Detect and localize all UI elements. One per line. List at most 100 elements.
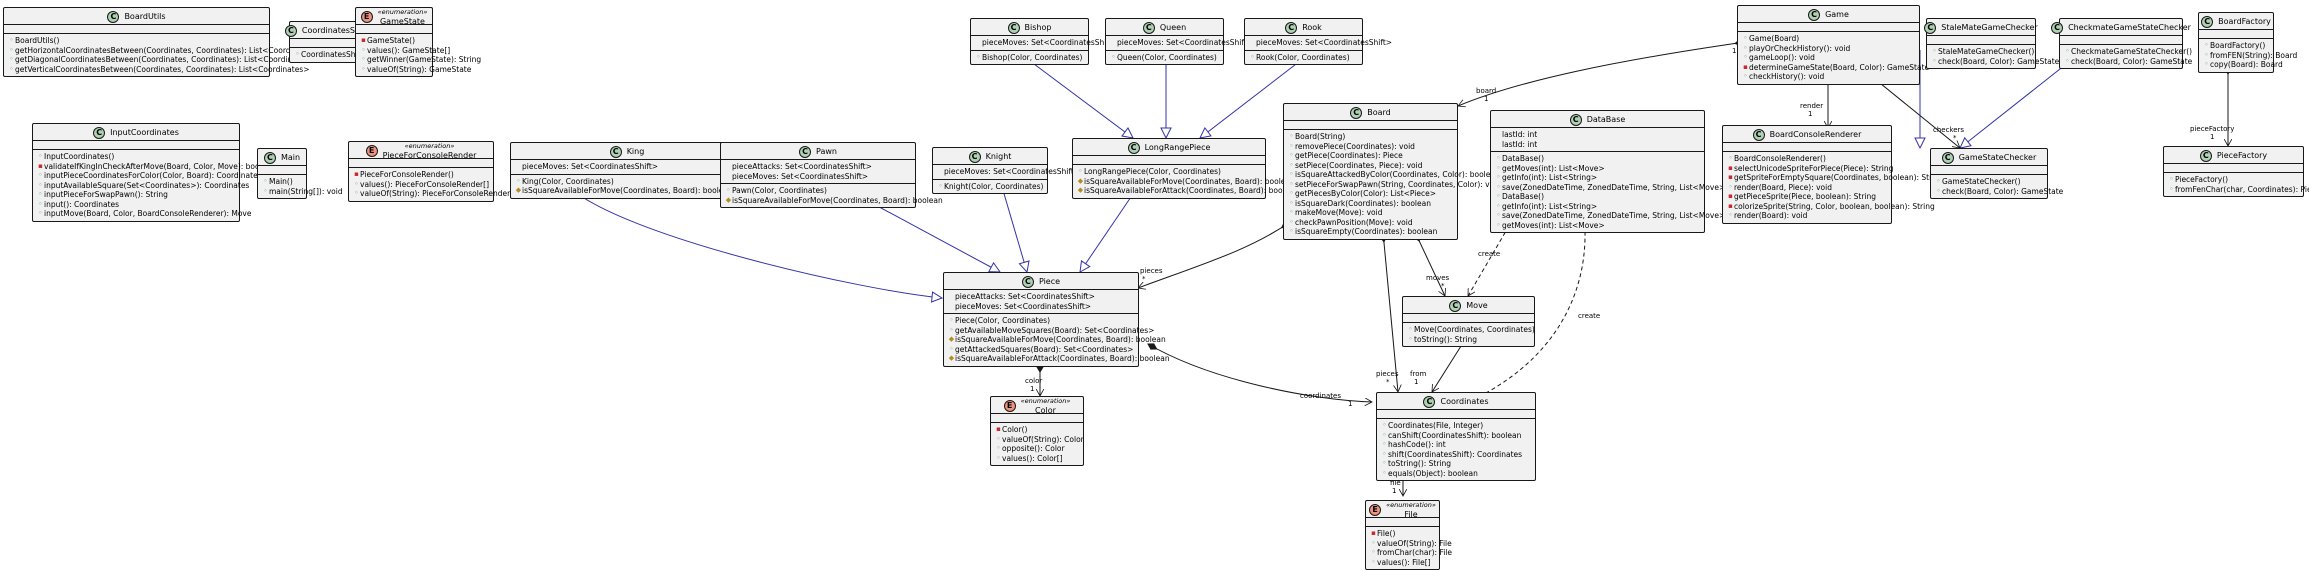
label-file-mult: 1 — [1392, 487, 1396, 495]
class-piece-for-console-render[interactable]: E«enumeration»PieceForConsoleRender▪Piec… — [348, 141, 510, 202]
method-text: StaleMateGameChecker() — [1938, 47, 2035, 56]
class-name: Knight — [985, 152, 1012, 161]
method-row: ◦playOrCheckHistory(): void — [1742, 44, 1915, 54]
methods-section: ◦Knight(Color, Coordinates) — [933, 180, 1047, 194]
public-icon: ◦ — [1250, 52, 1255, 61]
method-text: checkHistory(): void — [1749, 72, 1825, 81]
method-text: getAvailableMoveSquares(Board): Set<Coor… — [955, 325, 1155, 335]
method-row: ◦inputPieceCoordinatesForColor(Color, Bo… — [37, 171, 261, 181]
methods-section: ◦Queen(Color, Coordinates) — [1106, 51, 1223, 65]
method-text: equals(Object): boolean — [1388, 468, 1478, 478]
public-icon: ◦ — [949, 316, 954, 324]
method-row: ◆isSquareAvailableForMove(Coordinates, B… — [948, 335, 1166, 345]
class-name: GameState — [379, 16, 425, 26]
public-icon: ◦ — [361, 64, 366, 73]
class-name: Game — [1825, 10, 1849, 19]
class-c-icon: C — [2201, 15, 2214, 28]
label-render-mult: 1 — [1808, 110, 1812, 118]
method-row: ▪validateIfKingInCheckAfterMove(Board, C… — [37, 162, 276, 172]
method-row: ◦Queen(Color, Coordinates) — [1110, 53, 1219, 63]
method-text: save(ZonedDateTime, ZonedDateTime, Strin… — [1502, 182, 1749, 192]
method-text: check(Board, Color): GameState — [2071, 56, 2193, 66]
method-text: Rook(Color, Coordinates) — [1256, 52, 1350, 62]
methods-section: ◦CheckmateGameStateChecker()◦check(Board… — [2060, 45, 2192, 68]
method-row: ◆isSquareAvailableForMove(Coordinates, B… — [515, 186, 739, 196]
edge-bishop-longrange — [1029, 60, 1133, 138]
public-icon: ◦ — [1382, 421, 1387, 429]
method-text: determineGameState(Board, Color): GameSt… — [1749, 62, 1930, 72]
public-icon: ◦ — [38, 190, 43, 198]
fields-section — [1073, 156, 1265, 165]
private-icon: ▪ — [354, 170, 359, 178]
method-row: ◦checkHistory(): void — [1742, 72, 1915, 82]
public-icon: ◦ — [38, 171, 43, 179]
method-row: ◦isSquareAttackedByColor(Coordinates, Co… — [1288, 170, 1499, 180]
fields-section — [1366, 518, 1439, 527]
method-row: ◦check(Board, Color): GameState — [1931, 57, 2059, 67]
method-row: ◦input(): Coordinates — [37, 200, 235, 210]
method-row: ◦getInfo(int): List<String> — [1495, 202, 1700, 212]
methods-section: ◦LongRangePiece(Color, Coordinates)◆isSq… — [1073, 165, 1299, 198]
method-row: ◦getMoves(int): List<Move> — [1495, 221, 1700, 231]
public-icon: ◦ — [1382, 468, 1387, 477]
method-row: ▪Color() — [995, 425, 1079, 435]
method-text: getPieceSprite(Piece, boolean): String — [1734, 192, 1877, 201]
method-row: ◦equals(Object): boolean — [1381, 469, 1531, 479]
method-text: valueOf(String): GameState — [367, 64, 472, 74]
method-text: File() — [1377, 529, 1396, 538]
class-c-icon: C — [93, 126, 106, 139]
class-game-state[interactable]: E«enumeration»GameState▪GameState()◦valu… — [355, 7, 481, 77]
methods-section: ◦StaleMateGameChecker()◦check(Board, Col… — [1927, 45, 2059, 68]
method-text: getInfo(int): List<String> — [1502, 173, 1598, 182]
class-color[interactable]: E«enumeration»Color▪Color()◦valueOf(Stri… — [990, 396, 1084, 466]
method-row: ◦valueOf(String): PieceForConsoleRender — [353, 189, 510, 199]
method-row: ◦getAvailableMoveSquares(Board): Set<Coo… — [948, 326, 1154, 336]
class-c-icon: C — [1449, 299, 1462, 312]
class-c-icon: C — [107, 10, 120, 23]
method-row: ◦Knight(Color, Coordinates) — [937, 182, 1043, 192]
fields-section: pieceMoves: Set<CoordinatesShift> — [971, 36, 1118, 51]
method-row: ◦InputCoordinates() — [37, 152, 235, 162]
method-row: ◦getInfo(int): List<String> — [1495, 173, 1700, 183]
class-name: GameStateChecker — [1958, 153, 2037, 162]
fields-section: pieceMoves: Set<CoordinatesShift> — [1106, 36, 1253, 51]
fields-section — [349, 159, 493, 168]
methods-section: ▪Color()◦valueOf(String): Color◦opposite… — [991, 423, 1084, 465]
method-row: ◦hashCode(): int — [1381, 440, 1531, 450]
method-row: ◦Pawn(Color, Coordinates) — [725, 186, 911, 196]
public-icon: ◦ — [996, 434, 1001, 443]
method-row: ◦getPiece(Coordinates): Piece — [1288, 151, 1453, 161]
method-text: CoordinatesShift(int, int) — [301, 50, 394, 59]
public-icon: ◦ — [1496, 211, 1501, 219]
method-text: isSquareEmpty(Coordinates): boolean — [1295, 227, 1438, 236]
label-file: file — [1390, 479, 1401, 487]
class-file[interactable]: E«enumeration»File▪File()◦valueOf(String… — [1365, 500, 1452, 570]
method-text: CheckmateGameStateChecker() — [2071, 47, 2193, 56]
fields-section — [290, 39, 363, 48]
field-text: pieceMoves: Set<CoordinatesShift> — [955, 301, 1092, 311]
method-row: ◦isSquareDark(Coordinates): boolean — [1288, 199, 1453, 209]
